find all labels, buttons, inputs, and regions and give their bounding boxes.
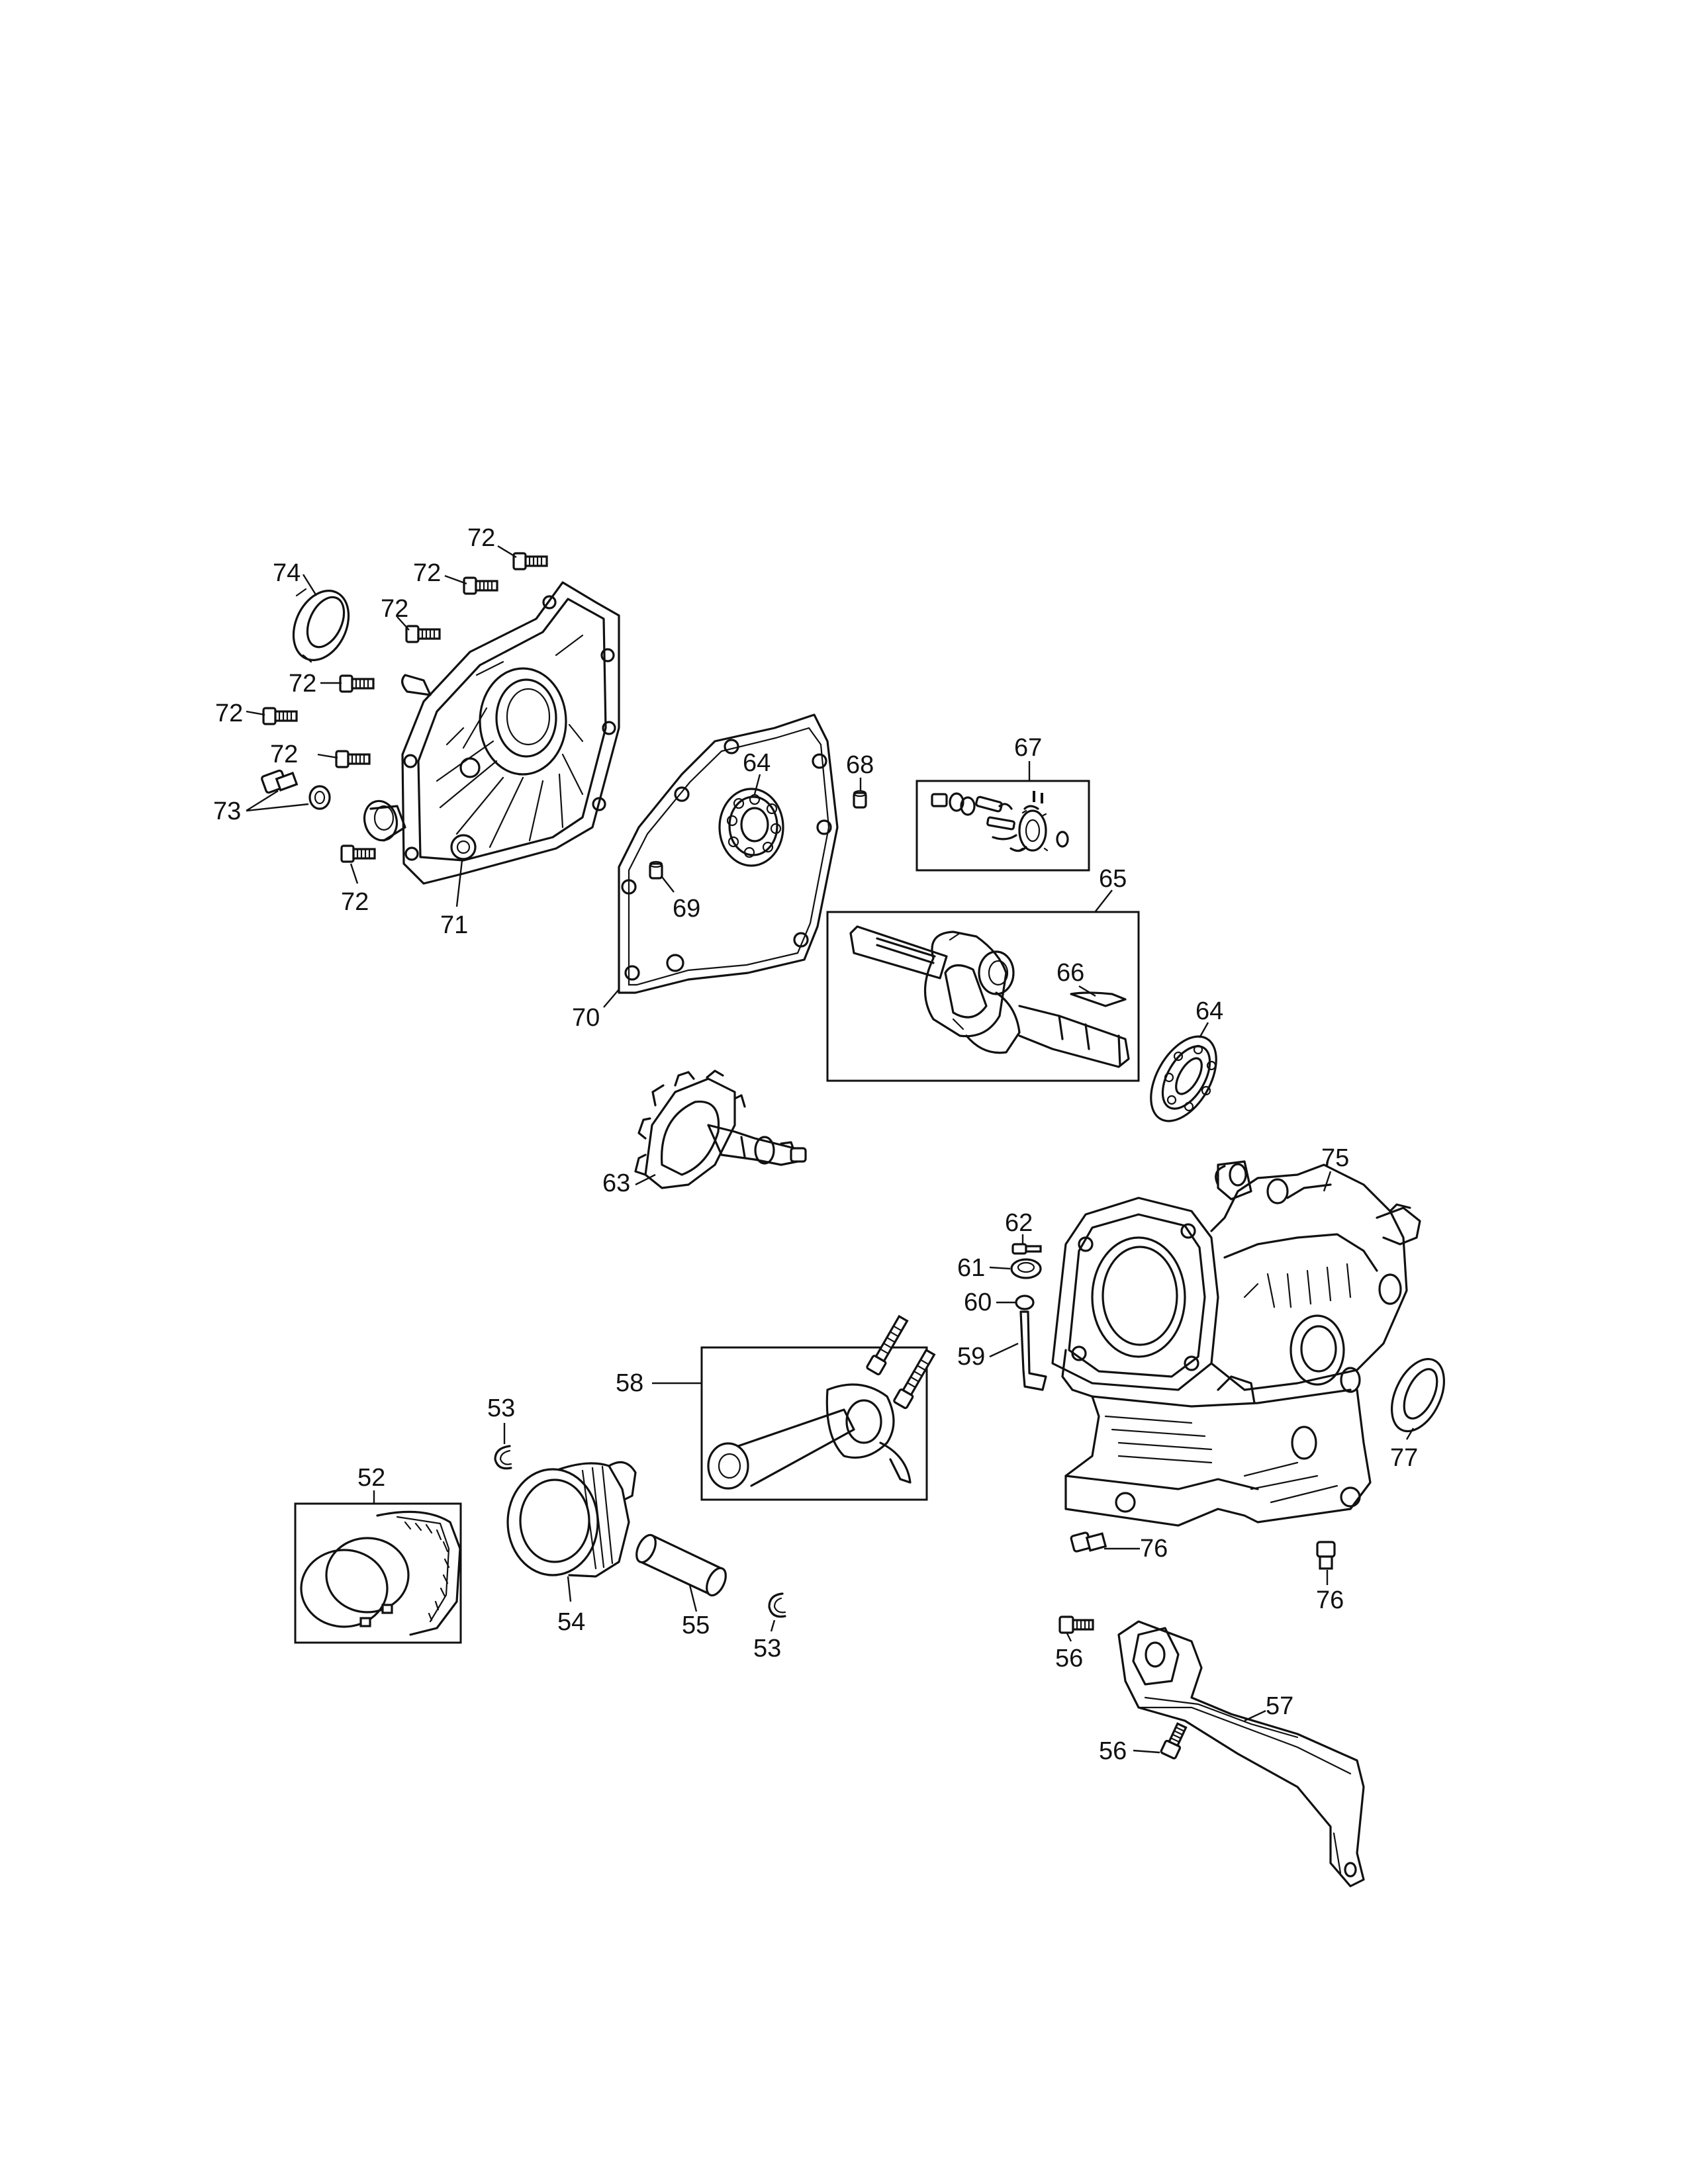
part-58-connecting-rod	[700, 1314, 936, 1501]
callout-72-e: 72	[215, 700, 243, 727]
callout-71: 71	[440, 911, 468, 939]
part-53-piston-pin-clip-b	[768, 1592, 786, 1618]
callout-76-b: 76	[1316, 1586, 1344, 1614]
callout-77: 77	[1390, 1444, 1418, 1472]
callout-64-a: 64	[743, 749, 771, 777]
part-70-crankcase-gasket	[618, 713, 839, 994]
callout-72-f: 72	[270, 741, 298, 768]
callout-58: 58	[616, 1369, 643, 1397]
callout-63: 63	[602, 1169, 630, 1197]
callout-66: 66	[1056, 959, 1084, 987]
part-54-piston	[506, 1461, 637, 1578]
part-52-piston-ring-set	[294, 1502, 462, 1644]
part-74-oil-seal	[292, 588, 350, 663]
part-61-oil-seal	[1010, 1258, 1042, 1279]
part-56-bolts	[1058, 1615, 1188, 1760]
callout-56-a: 56	[1055, 1645, 1083, 1672]
part-63-camshaft	[634, 1069, 807, 1189]
part-64-ball-bearing-lower	[1150, 1035, 1217, 1122]
callout-52: 52	[357, 1464, 385, 1492]
callout-72-g: 72	[341, 888, 369, 916]
part-72-flange-bolts	[262, 552, 548, 863]
part-53-piston-pin-clip-a	[494, 1445, 512, 1470]
callout-75: 75	[1321, 1144, 1349, 1172]
callout-62: 62	[1005, 1209, 1033, 1237]
callout-64-b: 64	[1196, 997, 1223, 1025]
part-77-oil-seal	[1391, 1357, 1445, 1433]
callout-76-a: 76	[1140, 1535, 1168, 1563]
callout-57: 57	[1266, 1692, 1293, 1720]
part-64-ball-bearing-upper	[718, 788, 784, 867]
part-65-crankshaft	[826, 911, 1140, 1082]
callout-72-b: 72	[413, 559, 441, 587]
part-69-dowel-pin	[649, 860, 663, 880]
callout-67: 67	[1014, 734, 1042, 762]
part-62-screw	[1011, 1243, 1042, 1255]
callout-55: 55	[682, 1612, 710, 1639]
part-73-oil-drain-plug	[261, 769, 331, 810]
callout-56-b: 56	[1099, 1737, 1127, 1765]
callout-60: 60	[964, 1289, 992, 1316]
part-60-o-ring	[1015, 1295, 1035, 1310]
part-71-crankcase-cover	[363, 581, 620, 885]
callout-70: 70	[572, 1004, 600, 1032]
callout-72-c: 72	[381, 595, 408, 623]
part-75-cylinder-block	[1051, 1160, 1421, 1527]
callout-54: 54	[557, 1608, 585, 1636]
callout-59: 59	[957, 1343, 985, 1371]
callout-53-a: 53	[487, 1394, 515, 1422]
part-76-oil-drain-plugs	[1070, 1531, 1336, 1570]
callout-72-d: 72	[289, 670, 316, 698]
callout-68: 68	[846, 751, 874, 779]
callout-61: 61	[957, 1254, 985, 1282]
callout-74: 74	[273, 559, 301, 587]
callout-69: 69	[673, 895, 700, 923]
callout-65: 65	[1099, 865, 1127, 893]
part-67-governor-assembly	[915, 780, 1090, 872]
callout-73: 73	[213, 797, 241, 825]
part-59-governor-arm	[1019, 1310, 1047, 1391]
part-68-dowel-pin	[853, 790, 867, 809]
callout-53-b: 53	[753, 1635, 781, 1662]
callout-72-a: 72	[467, 524, 495, 552]
part-57-mounting-bracket	[1117, 1620, 1365, 1888]
part-55-piston-pin	[635, 1533, 727, 1597]
